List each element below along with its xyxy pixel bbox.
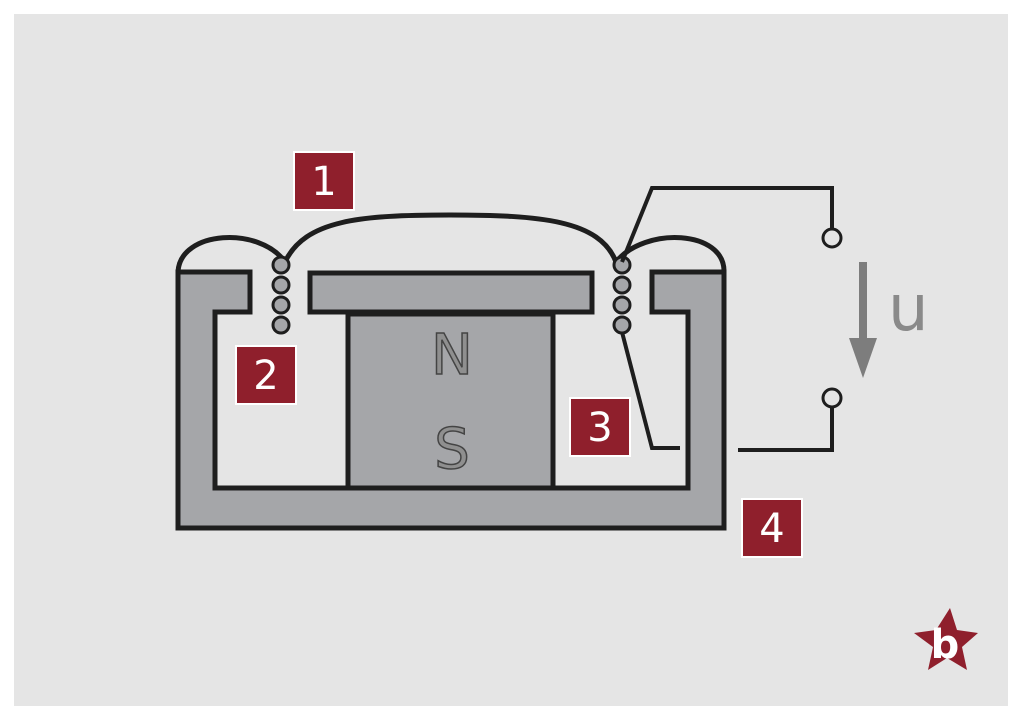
label-4: 4	[741, 498, 803, 558]
voice-coil-right	[612, 255, 632, 335]
svg-text:3: 3	[587, 405, 612, 451]
voice-coil-left	[271, 255, 291, 335]
voltage-label: u	[888, 272, 929, 346]
permanent-magnet	[345, 311, 556, 491]
label-3: 3	[569, 397, 631, 457]
north-pole-label: N	[431, 323, 473, 388]
voltage-arrow	[849, 262, 877, 378]
label-1: 1	[293, 151, 355, 211]
membrane	[175, 212, 727, 273]
pole-plate	[307, 270, 595, 315]
label-2: 2	[235, 345, 297, 405]
magnet-pot	[175, 269, 727, 531]
svg-text:2: 2	[253, 353, 278, 399]
brand-logo: b	[914, 608, 978, 670]
svg-text:1: 1	[311, 159, 336, 205]
south-pole-label: S	[434, 417, 470, 482]
terminal-top	[821, 227, 843, 249]
terminal-bottom	[821, 387, 843, 409]
coil-lead-top	[620, 186, 834, 263]
return-wire	[738, 408, 834, 452]
logo-letter: b	[931, 622, 960, 668]
star-icon	[914, 608, 978, 670]
coil-lead-bottom	[620, 331, 680, 450]
svg-text:4: 4	[759, 506, 784, 552]
